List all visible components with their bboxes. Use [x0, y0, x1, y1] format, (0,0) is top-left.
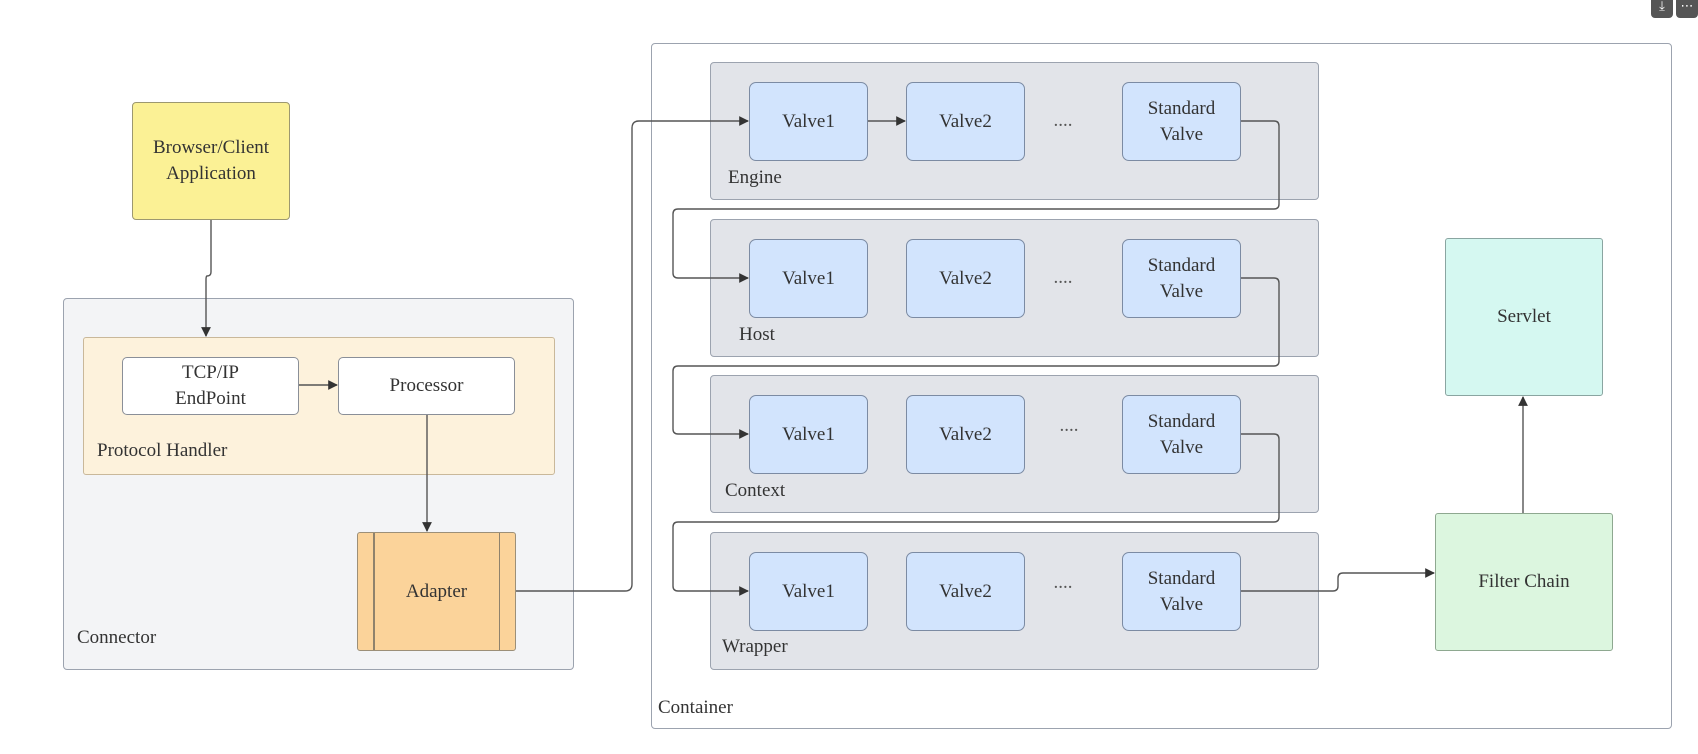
engine-label: Engine: [728, 167, 782, 188]
container-label: Container: [658, 697, 733, 718]
wrapper-valve1[interactable]: Valve1: [749, 552, 868, 631]
context-label: Context: [725, 480, 786, 501]
filter-chain-box[interactable]: Filter Chain: [1435, 513, 1613, 651]
context-standard-line2: Valve: [1159, 436, 1204, 458]
host-standard-line2: Valve: [1159, 280, 1204, 302]
adapter-box[interactable]: Adapter: [357, 532, 516, 651]
engine-to-host-arrow: [672, 120, 1280, 283]
filter-chain-label: Filter Chain: [1478, 571, 1570, 592]
host-standard-line1: Standard: [1147, 254, 1216, 276]
context-valve1[interactable]: Valve1: [749, 395, 868, 474]
host-valve1[interactable]: Valve1: [749, 239, 868, 318]
engine-valve2-label: Valve2: [939, 110, 992, 132]
engine-valve1[interactable]: Valve1: [749, 82, 868, 161]
context-valve2[interactable]: Valve2: [906, 395, 1025, 474]
adapter-label: Adapter: [405, 580, 468, 602]
host-to-context-arrow: [672, 277, 1280, 439]
context-ellipsis: ....: [1059, 415, 1079, 436]
context-valve1-label: Valve1: [782, 423, 835, 445]
host-label: Host: [739, 324, 775, 345]
wrapper-ellipsis: ....: [1053, 572, 1073, 593]
host-ellipsis: ....: [1053, 267, 1073, 288]
host-valve1-label: Valve1: [782, 267, 835, 289]
engine-valve1-label: Valve1: [782, 110, 835, 132]
servlet-label: Servlet: [1497, 306, 1551, 327]
wrapper-valve2[interactable]: Valve2: [906, 552, 1025, 631]
client-line1: Browser/Client: [152, 137, 270, 158]
download-icon[interactable]: ⤓: [1651, 0, 1673, 18]
tcp-ip-endpoint-box[interactable]: TCP/IP EndPoint: [122, 357, 299, 415]
engine-valve2[interactable]: Valve2: [906, 82, 1025, 161]
processor-box[interactable]: Processor: [338, 357, 515, 415]
processor-label: Processor: [389, 375, 464, 396]
host-valve2[interactable]: Valve2: [906, 239, 1025, 318]
connector-label: Connector: [77, 627, 157, 648]
client-line2: Application: [166, 163, 256, 184]
wrapper-valve2-label: Valve2: [939, 580, 992, 602]
more-icon[interactable]: ⋯: [1676, 0, 1698, 18]
context-valve2-label: Valve2: [939, 423, 992, 445]
adapter-to-engine-arrow: [516, 116, 749, 592]
wrapper-label: Wrapper: [722, 636, 788, 657]
wrapper-to-filter-arrow: [1241, 568, 1435, 592]
host-valve2-label: Valve2: [939, 267, 992, 289]
engine-ellipsis: ....: [1053, 110, 1073, 131]
endpoint-line1: TCP/IP: [181, 362, 239, 383]
engine-standard-line1: Standard: [1147, 97, 1216, 119]
engine-standard-line2: Valve: [1159, 123, 1204, 145]
wrapper-standard-line2: Valve: [1159, 593, 1204, 615]
context-to-wrapper-arrow: [672, 433, 1280, 596]
client-to-endpoint-arrow: [201, 220, 212, 337]
wrapper-standard-line1: Standard: [1147, 567, 1216, 589]
wrapper-valve1-label: Valve1: [782, 580, 835, 602]
servlet-box[interactable]: Servlet: [1445, 238, 1603, 396]
endpoint-line2: EndPoint: [175, 388, 246, 409]
protocol-handler-label: Protocol Handler: [97, 440, 228, 461]
context-standard-line1: Standard: [1147, 410, 1216, 432]
